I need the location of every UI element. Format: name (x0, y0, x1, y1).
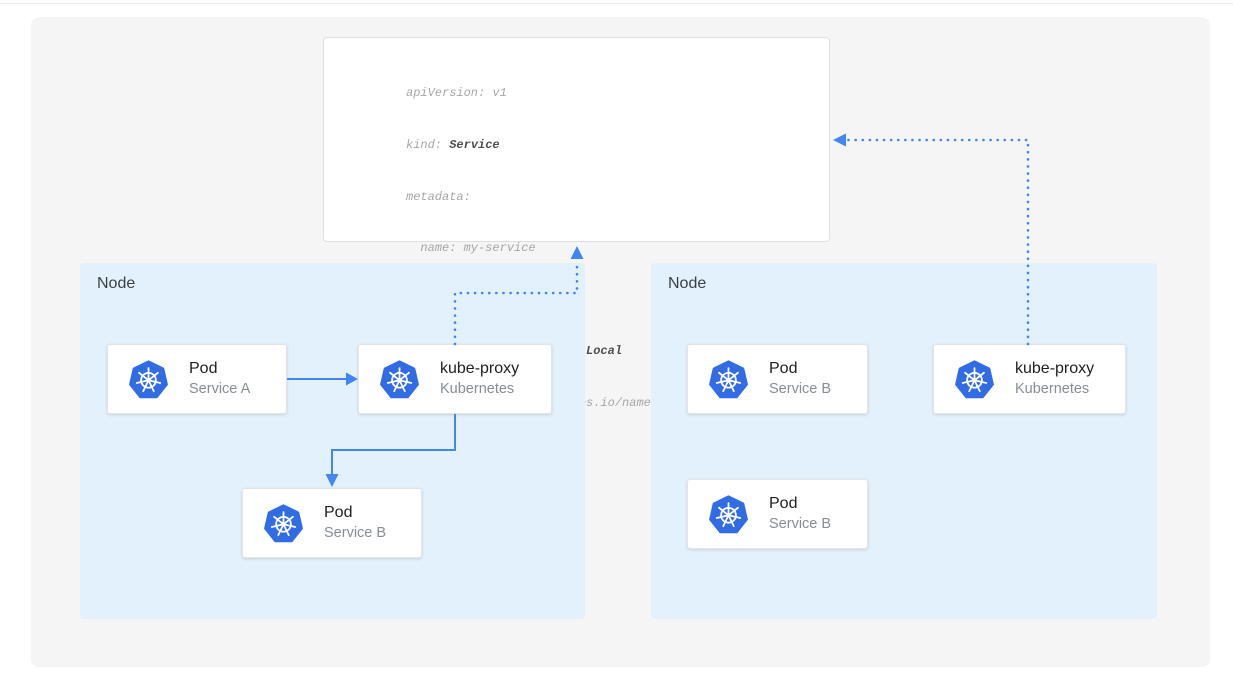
card-subtitle: Service B (324, 525, 387, 541)
node-box-left: Node Pod Service A kube-proxy Kubernetes… (80, 263, 585, 619)
code-line: apiVersion: v1 (406, 85, 819, 102)
code-keyword: Service (449, 138, 500, 153)
yaml-manifest-card: apiVersion: v1 kind: Service metadata: n… (323, 37, 830, 617)
card-subtitle: Kubernetes (440, 381, 515, 397)
code-line: kind: Service (406, 137, 819, 154)
code-line: metadata: (406, 189, 819, 206)
card-pod-service-b-left: Pod Service B (242, 488, 422, 558)
kubernetes-icon (380, 360, 419, 399)
card-text: kube-proxy Kubernetes (440, 358, 519, 400)
code-text: kind: (406, 138, 450, 153)
card-text: Pod Service A (189, 358, 250, 400)
node-label: Node (97, 275, 136, 292)
card-subtitle: Kubernetes (1015, 381, 1090, 397)
card-kube-proxy-right: kube-proxy Kubernetes (933, 344, 1126, 414)
kubernetes-icon (709, 360, 748, 399)
kubernetes-icon (129, 360, 168, 399)
code-text: name: my-service (406, 241, 536, 256)
card-text: Pod Service B (769, 493, 831, 535)
card-subtitle: Service A (189, 381, 251, 397)
card-text: kube-proxy Kubernetes (1015, 358, 1094, 400)
kubernetes-icon (955, 360, 994, 399)
kubernetes-icon (264, 504, 303, 543)
card-subtitle: Service B (769, 516, 832, 532)
kubernetes-icon (709, 495, 748, 534)
card-subtitle: Service B (769, 381, 832, 397)
card-title: kube-proxy (1015, 360, 1095, 377)
top-divider (0, 3, 1233, 4)
card-kube-proxy-left: kube-proxy Kubernetes (358, 344, 552, 414)
code-line: name: my-service (406, 240, 819, 257)
node-label: Node (668, 275, 707, 292)
node-box-right: Node Pod Service B kube-proxy Kubernetes… (651, 263, 1157, 619)
card-pod-service-a: Pod Service A (107, 344, 287, 414)
card-pod-service-b-right-bottom: Pod Service B (687, 479, 868, 549)
card-title: kube-proxy (440, 360, 520, 377)
card-title: Pod (189, 360, 218, 377)
code-text: metadata: (406, 189, 471, 204)
card-title: Pod (769, 495, 798, 512)
card-title: Pod (769, 360, 798, 377)
card-title: Pod (324, 504, 353, 521)
card-text: Pod Service B (769, 358, 831, 400)
card-pod-service-b-right-top: Pod Service B (687, 344, 868, 414)
code-text: apiVersion: v1 (406, 86, 507, 101)
card-text: Pod Service B (324, 502, 386, 544)
